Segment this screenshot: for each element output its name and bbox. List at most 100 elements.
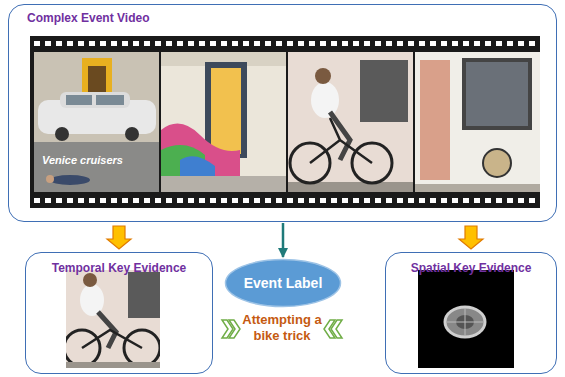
film-strip	[30, 36, 540, 208]
film-perforation	[386, 198, 392, 203]
temporal-evidence-image	[128, 272, 160, 318]
video-frame	[360, 60, 408, 122]
event-label-ellipse: Event Label	[224, 258, 342, 308]
film-perforation	[474, 198, 480, 203]
film-perforation	[276, 198, 282, 203]
video-frame	[415, 184, 540, 192]
film-perforation	[56, 198, 62, 203]
film-perforation	[441, 198, 447, 203]
film-perforation	[89, 198, 95, 203]
video-frame	[161, 124, 240, 176]
film-perforation	[133, 198, 139, 203]
panel-title: Spatial Key Evidence	[411, 261, 532, 275]
film-perforation	[155, 41, 161, 46]
film-perforation	[463, 198, 469, 203]
video-frame	[205, 62, 247, 158]
event-label-text: Attempting a bike trick	[232, 312, 332, 345]
film-perforation	[364, 41, 370, 46]
film-perforation	[89, 41, 95, 46]
film-perforation	[397, 198, 403, 203]
film-perforation	[518, 41, 524, 46]
flow-arrow	[282, 223, 285, 257]
film-perforation	[430, 41, 436, 46]
video-frame	[125, 127, 139, 141]
film-perforation	[177, 198, 183, 203]
film-perforation	[342, 41, 348, 46]
block-arrow	[459, 226, 483, 249]
film-perforation	[111, 198, 117, 203]
block-arrow	[107, 226, 131, 249]
film-perforation	[155, 198, 161, 203]
film-perforation	[441, 41, 447, 46]
film-perforation	[177, 41, 183, 46]
film-perforation	[518, 198, 524, 203]
film-perforation	[331, 41, 337, 46]
video-frame	[180, 156, 215, 176]
film-perforation	[452, 198, 458, 203]
video-frame	[161, 176, 286, 192]
video-frame	[66, 95, 92, 105]
panel-title: Temporal Key Evidence	[52, 261, 187, 275]
film-perforation	[122, 198, 128, 203]
film-perforation	[254, 198, 260, 203]
video-frame	[60, 92, 130, 108]
video-frame	[415, 52, 540, 192]
film-perforation	[353, 198, 359, 203]
film-perforation	[342, 198, 348, 203]
film-perforation	[210, 41, 216, 46]
film-perforation	[287, 41, 293, 46]
film-strip	[30, 36, 540, 208]
video-frame	[415, 52, 540, 192]
video-panel: Complex Event Video	[8, 4, 557, 222]
panel-title: Complex Event Video	[27, 11, 149, 25]
video-frame	[462, 58, 532, 130]
temporal-evidence-image	[83, 273, 97, 287]
watermark-text: Venice cruisers	[40, 154, 125, 166]
film-perforation	[166, 41, 172, 46]
ellipse-label: Event Label	[244, 275, 323, 291]
video-frame	[161, 52, 286, 192]
film-perforation	[485, 41, 491, 46]
film-perforation	[111, 41, 117, 46]
film-perforation	[298, 41, 304, 46]
film-perforation	[254, 41, 260, 46]
film-perforation	[496, 198, 502, 203]
film-perforation	[320, 41, 326, 46]
film-perforation	[243, 198, 249, 203]
spatial-evidence-image	[445, 307, 485, 337]
film-perforation	[375, 41, 381, 46]
film-perforation	[298, 198, 304, 203]
film-perforation	[331, 198, 337, 203]
spatial-evidence-image	[447, 308, 483, 336]
film-perforation	[408, 41, 414, 46]
temporal-evidence-image	[82, 330, 142, 348]
film-perforation	[474, 41, 480, 46]
film-perforation	[419, 41, 425, 46]
film-perforation	[199, 41, 205, 46]
film-perforation	[496, 41, 502, 46]
video-frame	[483, 149, 511, 177]
film-perforation	[232, 198, 238, 203]
film-perforation	[287, 198, 293, 203]
film-perforation	[210, 198, 216, 203]
film-perforation	[375, 198, 381, 203]
video-frame	[55, 127, 69, 141]
film-perforation	[452, 41, 458, 46]
film-perforation	[232, 41, 238, 46]
chevron-pointer	[229, 320, 240, 338]
film-perforation	[463, 41, 469, 46]
film-perforation	[34, 198, 40, 203]
film-perforation	[188, 198, 194, 203]
video-frame	[161, 52, 286, 192]
film-perforation	[67, 41, 73, 46]
film-perforation	[386, 41, 392, 46]
video-frame	[288, 52, 413, 192]
film-perforation	[265, 41, 271, 46]
video-frame	[330, 112, 350, 160]
film-perforation	[419, 198, 425, 203]
film-perforation	[34, 41, 40, 46]
video-frame	[420, 60, 450, 180]
video-frame	[96, 95, 124, 105]
temporal-evidence-image	[66, 270, 160, 368]
video-frame	[50, 175, 90, 185]
